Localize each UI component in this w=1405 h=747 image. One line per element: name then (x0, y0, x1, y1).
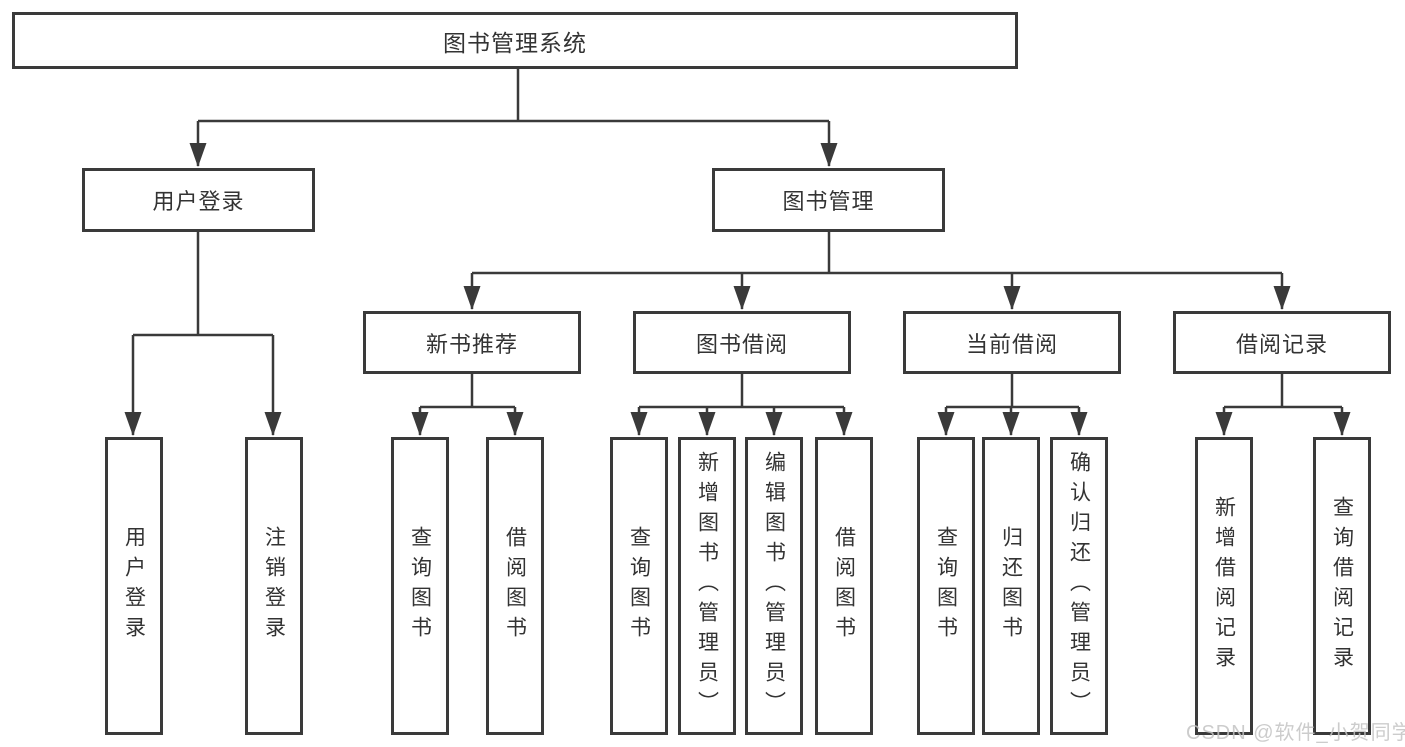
leaf-label: 新增图书（管理员） (695, 451, 719, 721)
leaf-label: 查询借阅记录 (1330, 496, 1354, 676)
leaf-query-books: 查询图书 (610, 437, 668, 735)
node-user-login: 用户登录 (82, 168, 315, 232)
node-current-borrowing: 当前借阅 (903, 311, 1121, 374)
leaf-label: 新增借阅记录 (1212, 496, 1236, 676)
node-new-book-recommendation: 新书推荐 (363, 311, 581, 374)
leaf-label: 确认归还（管理员） (1067, 451, 1091, 721)
leaf-query-books: 查询图书 (917, 437, 975, 735)
leaf-add-borrow-record: 新增借阅记录 (1195, 437, 1253, 735)
csdn-watermark: CSDN @软件_小贺同学 (1186, 722, 1405, 744)
leaf-label: 编辑图书（管理员） (762, 451, 786, 721)
leaf-add-books-admin: 新增图书（管理员） (678, 437, 736, 735)
leaf-confirm-return-admin: 确认归还（管理员） (1050, 437, 1108, 735)
leaf-logout: 注销登录 (245, 437, 303, 735)
tree-connectors (124, 69, 1351, 436)
leaf-borrow-books: 借阅图书 (815, 437, 873, 735)
node-book-management: 图书管理 (712, 168, 945, 232)
leaf-label: 借阅图书 (832, 526, 856, 646)
node-borrowing-records: 借阅记录 (1173, 311, 1391, 374)
leaf-borrow-books: 借阅图书 (486, 437, 544, 735)
leaf-label: 查询图书 (934, 526, 958, 646)
leaf-label: 借阅图书 (503, 526, 527, 646)
leaf-query-books: 查询图书 (391, 437, 449, 735)
node-library-management-system: 图书管理系统 (12, 12, 1018, 69)
leaf-return-books: 归还图书 (982, 437, 1040, 735)
node-book-borrowing: 图书借阅 (633, 311, 851, 374)
leaf-label: 用户登录 (122, 526, 146, 646)
leaf-user-login: 用户登录 (105, 437, 163, 735)
leaf-edit-books-admin: 编辑图书（管理员） (745, 437, 803, 735)
leaf-query-borrow-record: 查询借阅记录 (1313, 437, 1371, 735)
leaf-label: 查询图书 (408, 526, 432, 646)
leaf-label: 查询图书 (627, 526, 651, 646)
leaf-label: 注销登录 (262, 526, 286, 646)
leaf-label: 归还图书 (999, 526, 1023, 646)
